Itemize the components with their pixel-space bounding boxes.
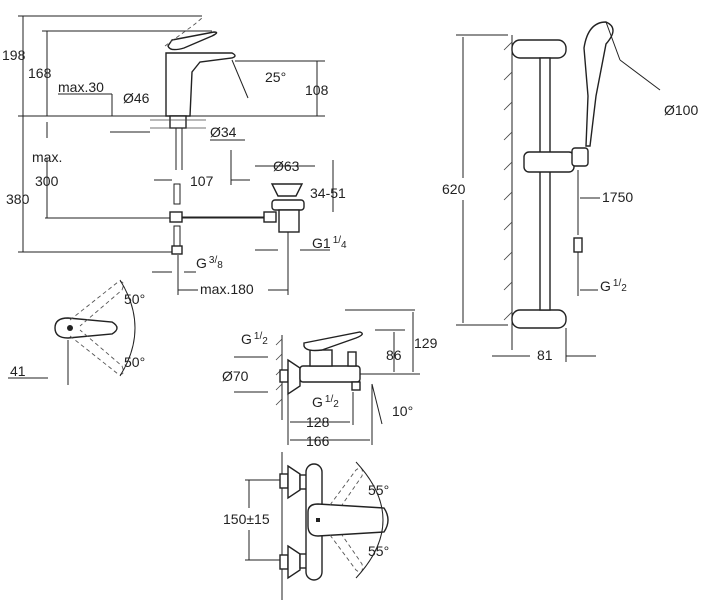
- dim-spout-angle: 25°: [265, 69, 286, 85]
- lever-angle-up: 50°: [124, 291, 145, 307]
- dim-spout-height: 168: [28, 65, 52, 81]
- dim-lever-depth: 41: [10, 363, 26, 379]
- basin-mixer-drawing: [18, 15, 334, 295]
- dim-rail-length: 620: [442, 181, 466, 197]
- dim-total-height: 198: [2, 47, 26, 63]
- bath-mixer-front-drawing: [245, 452, 389, 600]
- dim-drain-offset: 107: [190, 173, 214, 189]
- dim-spout-clearance: 108: [305, 82, 329, 98]
- bath-mixer-side-drawing: [234, 309, 420, 445]
- dim-drain-range: 34-51: [310, 185, 346, 201]
- dim-bath-spout-angle: 10°: [392, 403, 413, 419]
- shower-set-drawing: [456, 21, 661, 362]
- dim-under-height: 380: [6, 191, 30, 207]
- dim-outlet-projection: 128: [306, 414, 330, 430]
- dim-center-distance: 150±15: [223, 511, 270, 527]
- dim-max-label: max.: [32, 149, 62, 165]
- lever-angle-down: 50°: [124, 354, 145, 370]
- lever-top-view-drawing: [8, 279, 136, 385]
- dim-escutcheon-dia: Ø70: [222, 368, 249, 384]
- dim-hose-length: 1750: [602, 189, 633, 205]
- front-angle-down: 55°: [368, 543, 389, 559]
- dim-head-dia: Ø100: [664, 102, 698, 118]
- dim-bath-total-height: 129: [414, 335, 438, 351]
- dim-hole-dia: Ø34: [210, 124, 237, 140]
- dim-total-projection: 166: [306, 433, 330, 449]
- dim-base-dia: Ø46: [123, 90, 150, 106]
- dim-wall-distance: 81: [537, 347, 553, 363]
- dim-max-deck: max.30: [58, 79, 104, 95]
- dim-bath-body-height: 86: [386, 347, 402, 363]
- dim-max-width: max.180: [200, 281, 254, 297]
- dim-drain-dia: Ø63: [273, 158, 300, 174]
- front-angle-up: 55°: [368, 482, 389, 498]
- dim-max-value: 300: [35, 173, 59, 189]
